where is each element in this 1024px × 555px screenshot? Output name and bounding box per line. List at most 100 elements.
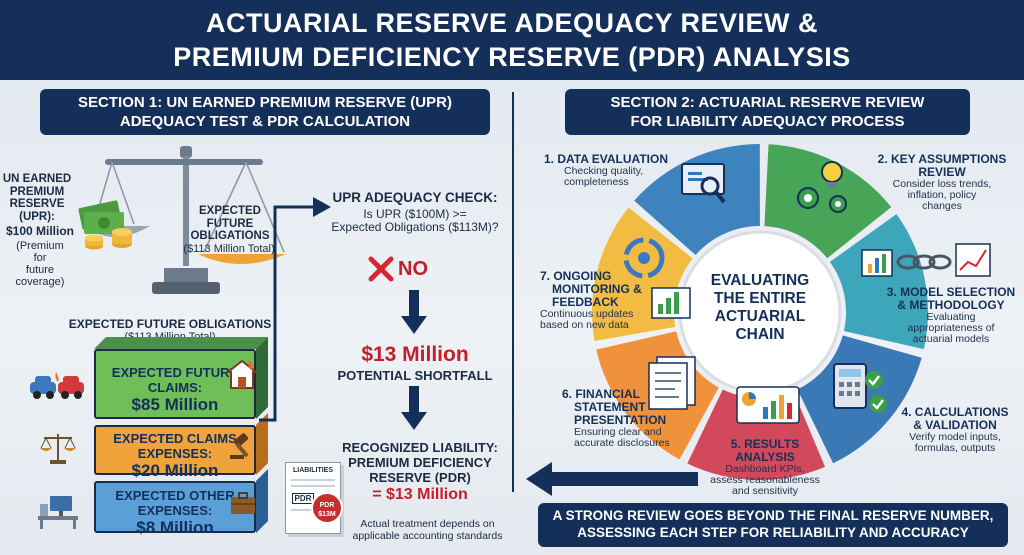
step-4: 4. CALCULATIONS & VALIDATION Verify mode… [892, 406, 1018, 454]
section2-title-line2: FOR LIABILITY ADEQUACY PROCESS [630, 113, 905, 130]
obligations-stack [94, 337, 268, 533]
no-label: NO [398, 258, 428, 280]
stack-title: EXPECTED FUTURE OBLIGATIONS [68, 317, 272, 331]
step-3-desc-l2: appropriateness of [907, 322, 995, 334]
page-title-line1: ACTUARIAL RESERVE ADEQUACY REVIEW & [205, 8, 819, 38]
step-4-title-l2: & VALIDATION [913, 418, 997, 432]
step-7-desc-l1: Continuous updates [540, 308, 634, 320]
step-1-desc-l2: completeness [564, 176, 629, 188]
step-5-title: 5. RESULTS ANALYSIS [730, 437, 800, 464]
upr-label-l3: RESERVE [9, 198, 65, 210]
financial-statements-icon [648, 356, 696, 410]
step-6-title-l2: STATEMENT [574, 400, 646, 414]
down-arrow-1 [401, 290, 427, 334]
other-expenses-value: $8 Million [136, 518, 214, 537]
upr-label-l1: UN EARNED [2, 173, 72, 185]
doc-row: PDR [292, 493, 314, 504]
section1-title: SECTION 1: UN EARNED PREMIUM RESERVE (UP… [40, 89, 490, 135]
cycle-center-label: EVALUATING THE ENTIRE ACTUARIAL CHAIN [700, 272, 820, 344]
step-4-desc-l2: formulas, outputs [914, 442, 996, 454]
upr-note-l1: (Premium [16, 240, 64, 252]
step-6: 6. FINANCIAL STATEMENT PRESENTATION Ensu… [562, 388, 692, 449]
recognized-liability: RECOGNIZED LIABILITY: PREMIUM DEFICIENCY… [330, 440, 510, 504]
center-l3: ACTUARIAL [714, 308, 806, 325]
upr-label: UN EARNED PREMIUM RESERVE (UPR): [2, 173, 72, 223]
recognized-l1: RECOGNIZED LIABILITY: [342, 440, 498, 455]
upr-note-l2: for [33, 252, 47, 264]
step-3-desc-l3: actuarial models [912, 333, 990, 345]
pdr-stamp-l1: PDR [319, 502, 335, 509]
step-6-desc-l1: Ensuring clear and [574, 426, 662, 438]
return-arrow [526, 462, 698, 496]
summary-banner-l2: ASSESSING EACH STEP FOR RELIABILITY AND … [577, 525, 969, 540]
step-3: 3. MODEL SELECTION & METHODOLOGY Evaluat… [884, 286, 1018, 345]
step-6-desc-l2: accurate disclosures [574, 437, 670, 449]
claims-expenses-l2: EXPENSES: [137, 446, 213, 461]
cycle-segment-2 [764, 144, 892, 259]
briefcase-icon [231, 492, 255, 514]
upr-note-l4: coverage) [15, 276, 65, 288]
dashboard-kpi-icon [736, 386, 800, 424]
step-2-title-l1: 2. KEY ASSUMPTIONS [877, 152, 1007, 166]
balance-scale-icon [86, 146, 286, 294]
page-header: ACTUARIAL RESERVE ADEQUACY REVIEW & PREM… [0, 0, 1024, 80]
future-claims-l1: EXPECTED FUTURE [111, 365, 239, 380]
upr-value: $100 Million [5, 224, 75, 238]
recognized-l3: RESERVE (PDR) [369, 470, 471, 485]
gears-lightbulb-icon [797, 161, 847, 213]
cycle-segment-3 [829, 214, 928, 350]
scales-of-justice-icon [40, 434, 76, 464]
step-5-desc-l2: assess reasonableness [710, 474, 820, 486]
step-7-title-l1: 7. ONGOING [540, 269, 612, 283]
house-fire-icon [225, 359, 259, 389]
step-7-title-l2: MONITORING & [552, 282, 642, 296]
expected-l2: FUTURE [206, 217, 254, 230]
gavel-icon [230, 433, 249, 459]
monitoring-cycle-icon [623, 237, 691, 319]
step-5: 5. RESULTS ANALYSIS Dashboard KPIs, asse… [700, 438, 830, 497]
step-4-title-l1: 4. CALCULATIONS [901, 405, 1009, 419]
page-title-line2: PREMIUM DEFICIENCY RESERVE (PDR) ANALYSI… [173, 42, 851, 72]
center-l4: CHAIN [735, 326, 785, 343]
pdr-stamp: PDR $13M [311, 492, 343, 524]
step-1-desc-l1: Checking quality, [564, 165, 644, 177]
adequacy-check-q2: Expected Obligations ($113M)? [331, 220, 499, 235]
other-expenses-l2: EXPENSES: [137, 503, 213, 518]
chain-charts-icon [861, 243, 991, 277]
section-divider [512, 92, 514, 492]
red-x-icon [368, 256, 394, 282]
expected-l1: EXPECTED [199, 205, 261, 217]
step-2-desc-l3: changes [922, 200, 962, 212]
adequacy-check: UPR ADEQUACY CHECK: Is UPR ($100M) >= Ex… [320, 190, 510, 235]
upr-label-l4: (UPR): [19, 210, 55, 223]
office-desk-icon [38, 496, 78, 529]
expected-l3: OBLIGATIONS [190, 230, 270, 242]
section2-title-line1: SECTION 2: ACTUARIAL RESERVE REVIEW [610, 94, 925, 111]
other-expenses-box: EXPECTED OTHER EXPENSES: $8 Million [94, 481, 256, 537]
shortfall-label: POTENTIAL SHORTFALL [337, 368, 493, 383]
upr-note: (Premium for future coverage) [2, 240, 78, 288]
step-7: 7. ONGOING MONITORING & FEEDBACK Continu… [540, 270, 668, 331]
step-5-desc-l3: and sensitivity [732, 485, 798, 497]
claims-expenses-l1: EXPECTED CLAIMS [113, 431, 237, 446]
recognized-value: = $13 Million [372, 486, 468, 503]
adequacy-check-q1: Is UPR ($100M) >= [363, 206, 467, 221]
car-accident-icon [30, 372, 84, 399]
adequacy-check-title: UPR ADEQUACY CHECK: [332, 190, 498, 205]
other-expenses-l1: EXPECTED OTHER [115, 488, 235, 503]
recognized-l2: PREMIUM DEFICIENCY [348, 455, 492, 470]
step-3-desc-l1: Evaluating [926, 311, 976, 323]
pdr-stamp-l2: $13M [318, 511, 336, 518]
summary-banner-l1: A STRONG REVIEW GOES BEYOND THE FINAL RE… [552, 508, 994, 523]
summary-banner: A STRONG REVIEW GOES BEYOND THE FINAL RE… [538, 503, 1008, 547]
section2-title: SECTION 2: ACTUARIAL RESERVE REVIEW FOR … [565, 89, 970, 135]
step-3-title-l2: & METHODOLOGY [897, 298, 1005, 312]
doc-header: LIABILITIES [292, 467, 334, 474]
step-6-title-l1: 6. FINANCIAL [562, 387, 640, 401]
upr-note-l3: future [25, 264, 55, 276]
accounting-note-l1: Actual treatment depends on [360, 518, 495, 530]
magnifier-monitor-icon [681, 163, 726, 204]
claims-expenses-value: $20 Million [131, 461, 219, 480]
accounting-note-l2: applicable accounting standards [352, 530, 503, 542]
center-l2: THE ENTIRE [713, 290, 807, 307]
